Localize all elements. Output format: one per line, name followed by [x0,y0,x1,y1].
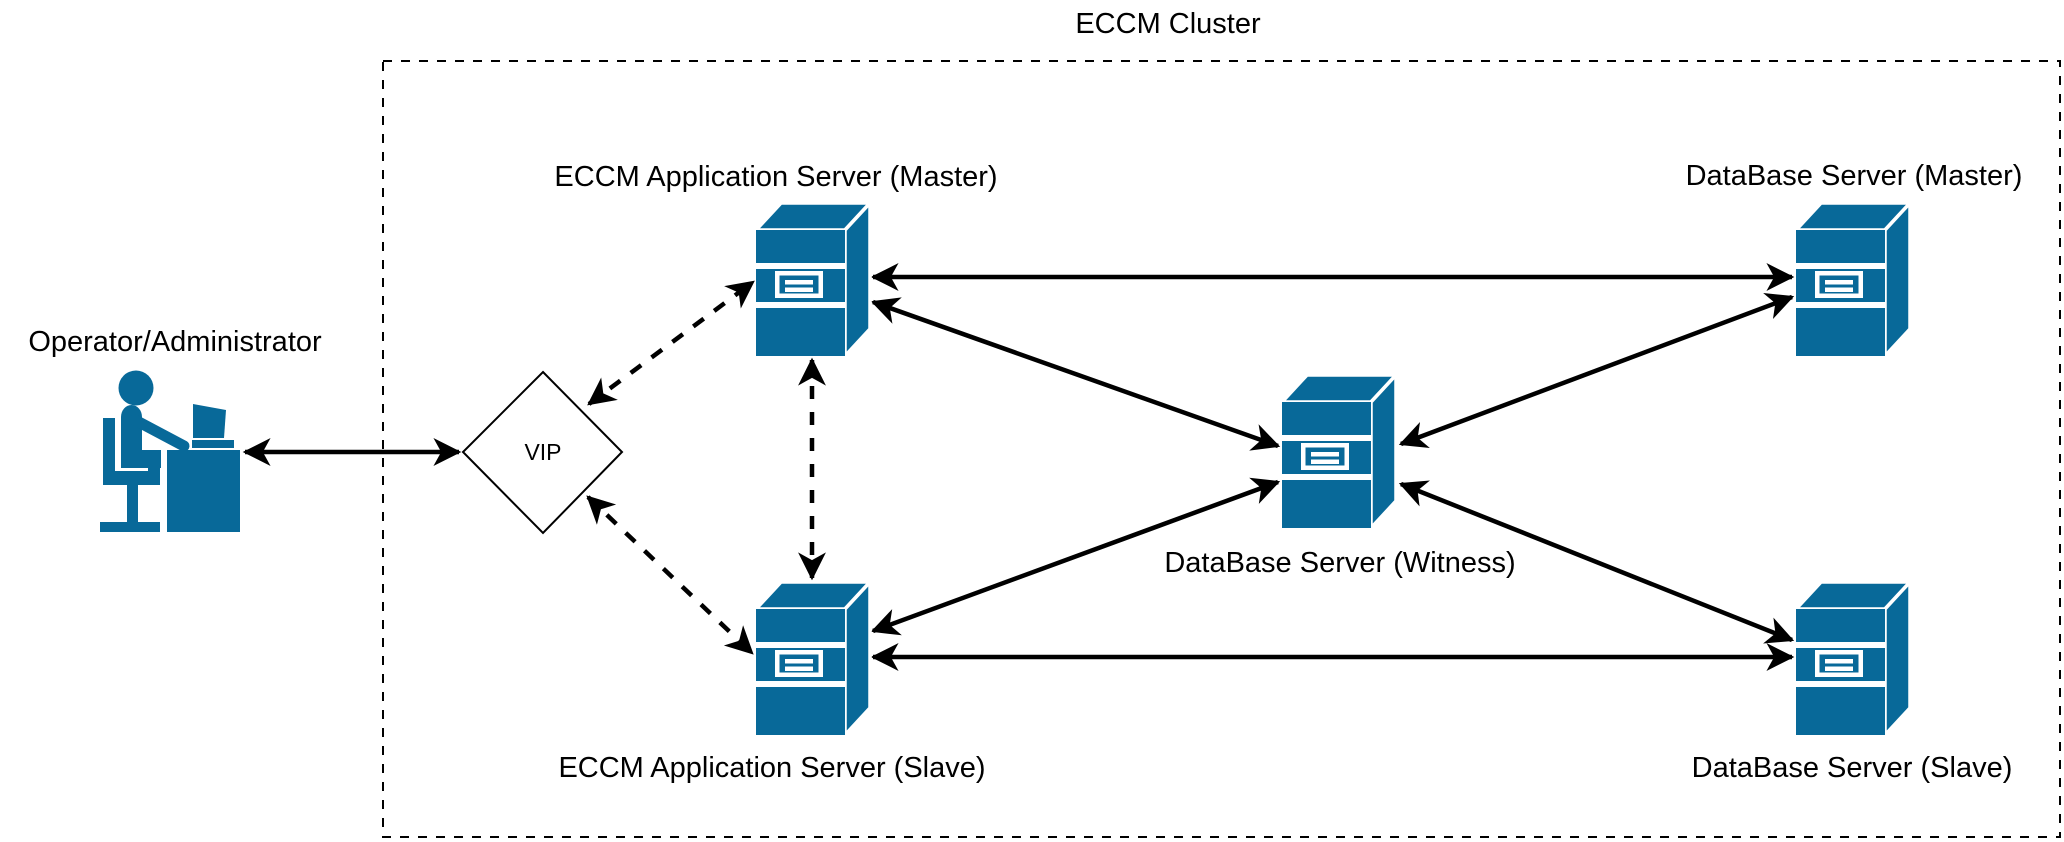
vip-node: VIP [461,370,624,535]
edge-db-master-db-witness [1398,292,1795,449]
operator-node: Operator/Administrator [28,326,322,532]
server-3d-icon [1794,201,1912,358]
edge-eccm-slave-db-witness [870,477,1281,636]
edge-vip-eccm-master [587,280,755,406]
monitor [193,404,226,438]
vip-label: VIP [524,439,561,465]
operator-at-desk-icon [100,370,240,532]
server-3d-icon [1280,373,1398,530]
node-label: DataBase Server (Slave) [1692,752,2013,784]
keyboard [192,440,234,448]
node-eccm-app-master: ECCM Application Server (Master) [554,161,998,358]
node-label: ECCM Application Server (Master) [554,161,997,193]
server-3d-icon [754,201,872,358]
node-db-slave: DataBase Server (Slave) [1692,580,2013,784]
server-3d-icon [1794,580,1912,737]
desk [167,450,240,532]
operator-label: Operator/Administrator [28,326,322,358]
node-eccm-app-slave: ECCM Application Server (Slave) [558,580,986,784]
server-3d-icon [754,580,872,737]
node-label: DataBase Server (Witness) [1164,547,1515,579]
vip-diamond [461,370,624,535]
edge-db-slave-db-witness [1398,480,1795,644]
node-db-witness: DataBase Server (Witness) [1164,373,1516,579]
edge-eccm-master-db-witness [870,297,1281,451]
edges [242,263,1795,671]
cluster-title: ECCM Cluster [1075,8,1261,40]
node-db-master: DataBase Server (Master) [1686,160,2023,358]
node-label: ECCM Application Server (Slave) [558,752,985,784]
node-label: DataBase Server (Master) [1686,160,2023,192]
edge-vip-eccm-slave [586,495,754,655]
